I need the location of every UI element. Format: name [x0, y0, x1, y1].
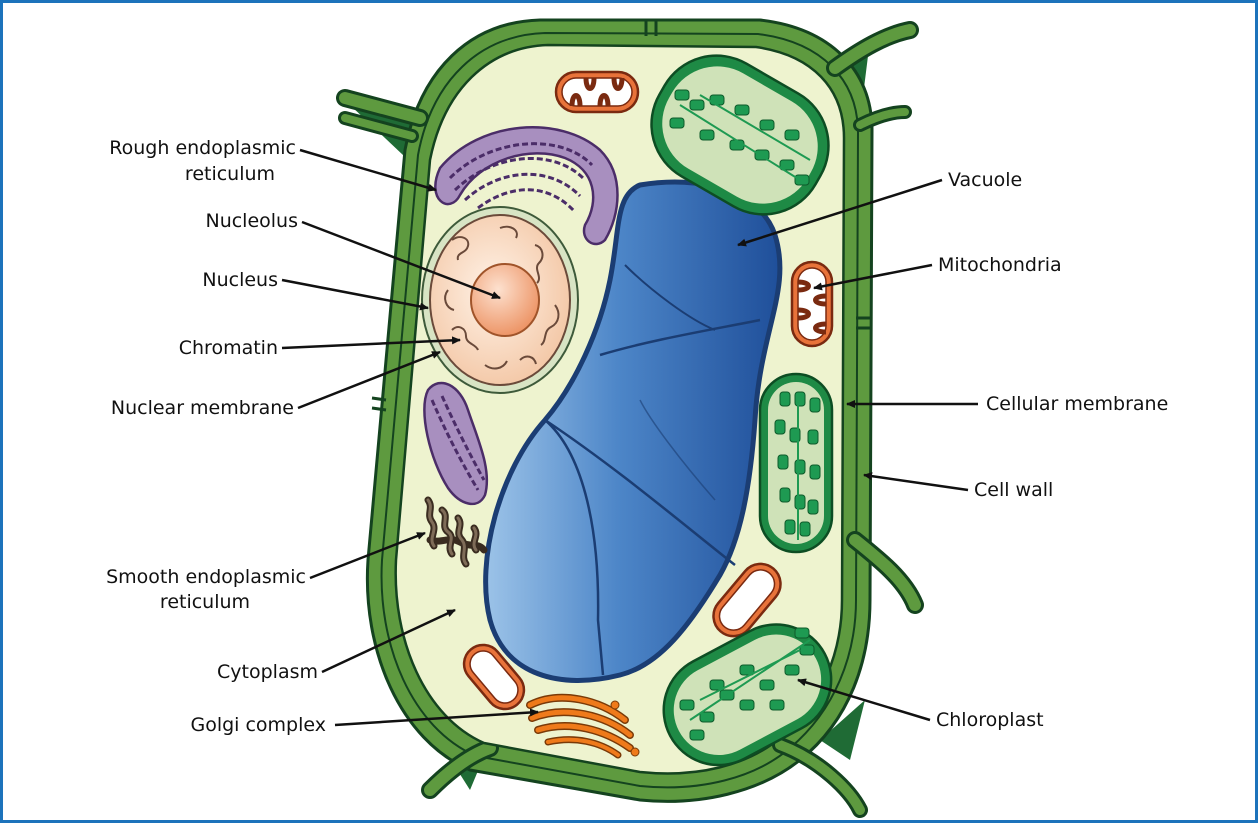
mitochondrion-right	[792, 262, 832, 346]
nucleus	[422, 207, 578, 393]
label-chloroplast: Chloroplast	[936, 709, 1044, 731]
label-vacuole: Vacuole	[948, 169, 1022, 191]
label-rough-er-line2: reticulum	[185, 163, 275, 185]
label-nuclear-membrane: Nuclear membrane	[111, 397, 294, 419]
label-cytoplasm: Cytoplasm	[217, 661, 318, 683]
label-smooth-er-line2: reticulum	[160, 591, 250, 613]
label-cell-wall: Cell wall	[974, 479, 1053, 501]
mitochondrion-top	[556, 72, 638, 112]
label-golgi-complex: Golgi complex	[190, 714, 326, 736]
label-rough-er-line1: Rough endoplasmic	[109, 137, 296, 159]
nucleolus	[471, 264, 539, 336]
label-cellular-membrane: Cellular membrane	[986, 393, 1168, 415]
label-nucleolus: Nucleolus	[205, 210, 298, 232]
label-chromatin: Chromatin	[179, 337, 278, 359]
label-smooth-er-line1: Smooth endoplasmic	[106, 566, 306, 588]
label-nucleus: Nucleus	[202, 269, 278, 291]
label-mitochondria: Mitochondria	[938, 254, 1062, 276]
chloroplast-right	[760, 374, 832, 552]
